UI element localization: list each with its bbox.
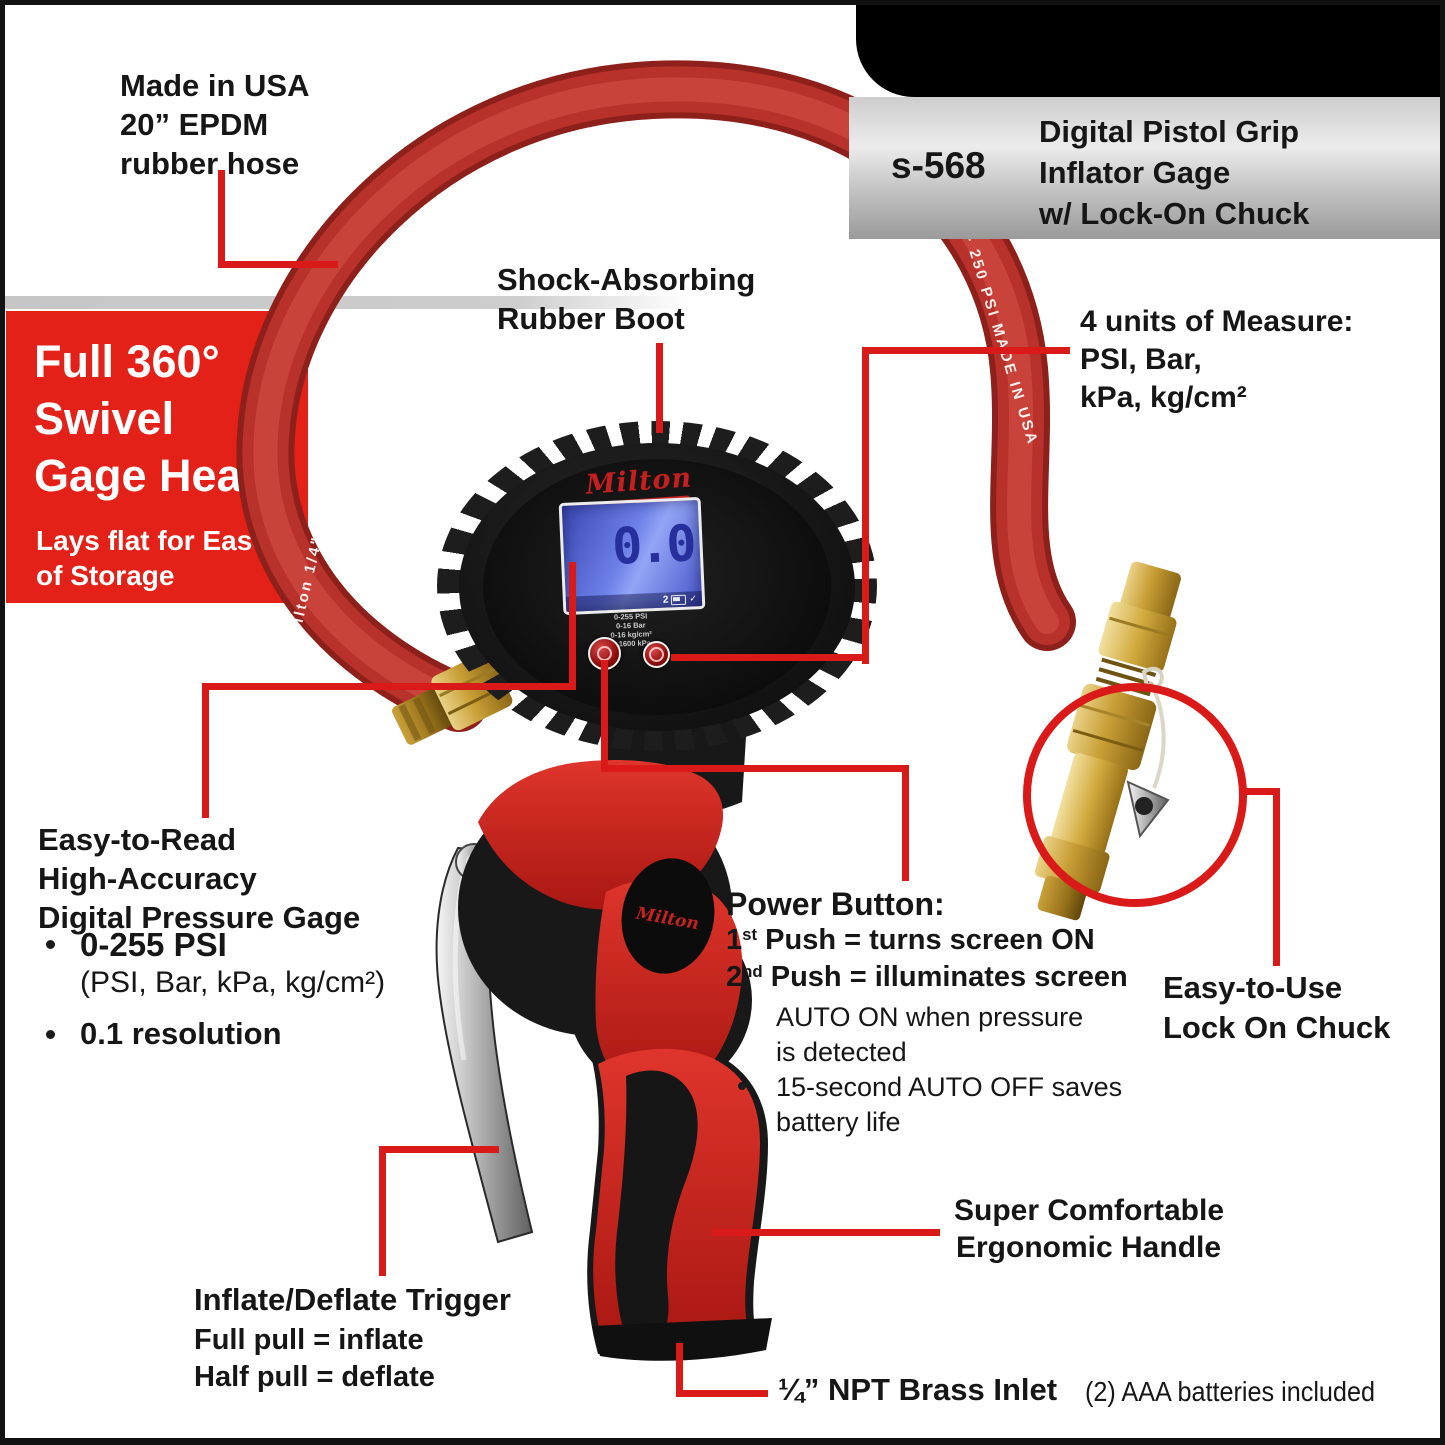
callout-line-hose xyxy=(218,261,338,268)
callout-line-power xyxy=(601,765,909,772)
callout-line-gauge xyxy=(569,562,576,690)
callout-line-units xyxy=(671,654,869,661)
note-chuck: Easy-to-Use Lock On Chuck xyxy=(1163,970,1391,1045)
callout-line-inlet xyxy=(676,1343,683,1397)
lcd-status-bar: 2 ✓ xyxy=(565,590,703,612)
note-power-auto-off: 15-second AUTO OFF saves battery life xyxy=(776,1072,1123,1137)
bullet-icon xyxy=(46,940,55,949)
note-gauge-units: (PSI, Bar, kPa, kg/cm²) xyxy=(80,966,386,999)
callout-line-power xyxy=(902,765,909,881)
bullet-icon xyxy=(738,1012,746,1020)
callout-line-trigger xyxy=(379,1146,386,1276)
power-icon xyxy=(597,646,612,661)
callout-line-gauge xyxy=(202,683,576,690)
callout-line-chuck xyxy=(1240,788,1280,795)
note-inlet: ¼” NPT Brass Inlet xyxy=(778,1372,1058,1407)
chuck-highlight-circle xyxy=(1023,683,1247,907)
callout-line-inlet xyxy=(676,1390,768,1397)
note-gauge-range: 0-255 PSI xyxy=(80,926,227,963)
brand-disc: Milton xyxy=(621,858,715,974)
battery-icon xyxy=(671,594,687,605)
note-gauge-resolution: 0.1 resolution xyxy=(80,1016,282,1051)
units-icon xyxy=(649,647,664,662)
note-trigger-title: Inflate/Deflate Trigger xyxy=(194,1282,511,1317)
lcd-unit-badge: 2 xyxy=(662,593,669,606)
lcd-reading: 0.0 xyxy=(611,514,695,576)
divider-stripe xyxy=(0,296,690,309)
callout-line-boot xyxy=(656,343,663,433)
bullet-icon xyxy=(738,1082,746,1090)
callout-line-handle xyxy=(712,1229,940,1236)
note-handle: Super Comfortable Ergonomic Handle xyxy=(954,1194,1225,1264)
callout-line-gauge xyxy=(202,683,209,818)
swivel-subtitle: Lays flat for Ease of Storage xyxy=(36,525,268,591)
callout-line-units xyxy=(862,347,1070,354)
header-title-band: s-568 Digital Pistol Grip Inflator Gage … xyxy=(849,97,1445,239)
units-button xyxy=(643,641,670,668)
note-hose: Made in USA 20” EPDM rubber hose xyxy=(120,68,310,181)
callout-line-chuck xyxy=(1273,788,1280,966)
callout-line-trigger xyxy=(379,1146,499,1153)
callout-line-units xyxy=(862,347,869,664)
note-boot: Shock-Absorbing Rubber Boot xyxy=(497,262,756,336)
swivel-title: Full 360° Swivel Gage Head xyxy=(34,336,270,501)
note-power-auto-on: AUTO ON when pressure is detected xyxy=(776,1002,1084,1067)
note-units: 4 units of Measure: PSI, Bar, kPa, kg/cm… xyxy=(1080,305,1354,414)
note-gauge-title: Easy-to-Read High-Accuracy Digital Press… xyxy=(38,822,361,935)
gun-body: Milton xyxy=(458,704,772,1361)
note-power-line1: 1st Push = turns screen ON xyxy=(726,924,1095,956)
product-title: Digital Pistol Grip Inflator Gage w/ Loc… xyxy=(1039,114,1310,231)
note-batteries: (2) AAA batteries included xyxy=(1085,1376,1375,1407)
note-power-line2: 2nd Push = illuminates screen xyxy=(726,961,1128,993)
bullet-icon xyxy=(46,1030,55,1039)
note-power-title: Power Button: xyxy=(726,886,945,922)
callout-line-hose xyxy=(218,170,225,268)
model-number: s-568 xyxy=(891,145,986,186)
header-black-banner xyxy=(856,0,1445,97)
callout-line-power xyxy=(601,660,608,772)
note-trigger-lines: Full pull = inflate Half pull = deflate xyxy=(194,1324,435,1393)
lcd-screen: 0.0 2 ✓ xyxy=(558,496,706,616)
check-icon: ✓ xyxy=(689,593,698,604)
